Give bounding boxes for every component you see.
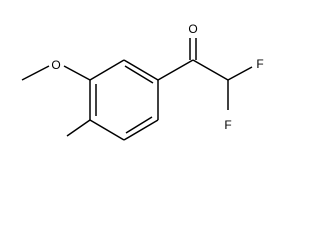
atom-label-fluorine-bottom: F: [224, 118, 231, 132]
atom-label-methoxy-oxygen: O: [51, 58, 60, 72]
atom-label-fluorine-top: F: [256, 57, 263, 71]
bond-ring-to-carbonyl-carbon: [157, 59, 194, 81]
bond-methoxy-oxygen-to-methyl: [21, 65, 50, 81]
benzene-ring: [89, 59, 159, 141]
ring-bond-top-left: [89, 59, 125, 81]
bond-cf2-to-fluorine-top: [227, 66, 253, 81]
difluoromethyl-group: F F: [192, 57, 264, 132]
atom-label-carbonyl-oxygen: O: [188, 22, 197, 36]
bond-ring-to-methoxy-oxygen: [63, 65, 91, 81]
ring-bond-bottom-left: [89, 119, 125, 141]
bond-carbonyl-to-cf2-carbon: [192, 59, 229, 81]
ring-bond-top-right: [123, 59, 159, 81]
ring-bond-bottom-right: [123, 119, 159, 141]
ring-double-bond-inner-2: [125, 116, 153, 134]
ring-double-bond-inner-1: [124, 65, 154, 84]
methoxy-group: O: [21, 58, 91, 81]
carbonyl-group: O: [157, 22, 198, 81]
methyl-bond: [66, 119, 91, 137]
chemical-structure: O O F F: [21, 22, 264, 141]
